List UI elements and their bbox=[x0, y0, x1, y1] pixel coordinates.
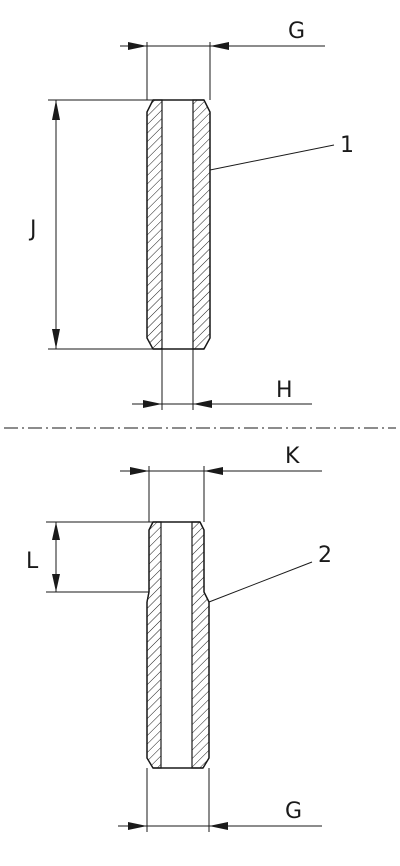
part-2-right-wall bbox=[191, 521, 210, 769]
dimension-g-bottom bbox=[118, 768, 322, 832]
dimension-l bbox=[46, 521, 153, 593]
part-1-right-wall bbox=[192, 99, 211, 350]
part-2-bushing bbox=[146, 521, 210, 769]
dimension-k bbox=[120, 466, 322, 522]
label-g-bottom: G bbox=[285, 799, 302, 824]
label-l: L bbox=[26, 549, 39, 574]
label-h: H bbox=[276, 378, 293, 403]
part-2-left-wall bbox=[146, 521, 162, 769]
label-part-2: 2 bbox=[318, 543, 332, 568]
leader-part-1 bbox=[209, 144, 335, 171]
label-part-1: 1 bbox=[340, 133, 354, 158]
label-g-top: G bbox=[288, 19, 305, 44]
part-1-left-wall bbox=[146, 99, 163, 350]
dimension-g-top bbox=[120, 42, 325, 100]
part-1-bushing bbox=[146, 99, 211, 350]
label-k: K bbox=[285, 444, 300, 469]
leader-part-2 bbox=[208, 561, 313, 603]
dimension-h bbox=[132, 349, 312, 410]
label-j: J bbox=[28, 217, 37, 242]
dimension-j bbox=[48, 99, 153, 350]
